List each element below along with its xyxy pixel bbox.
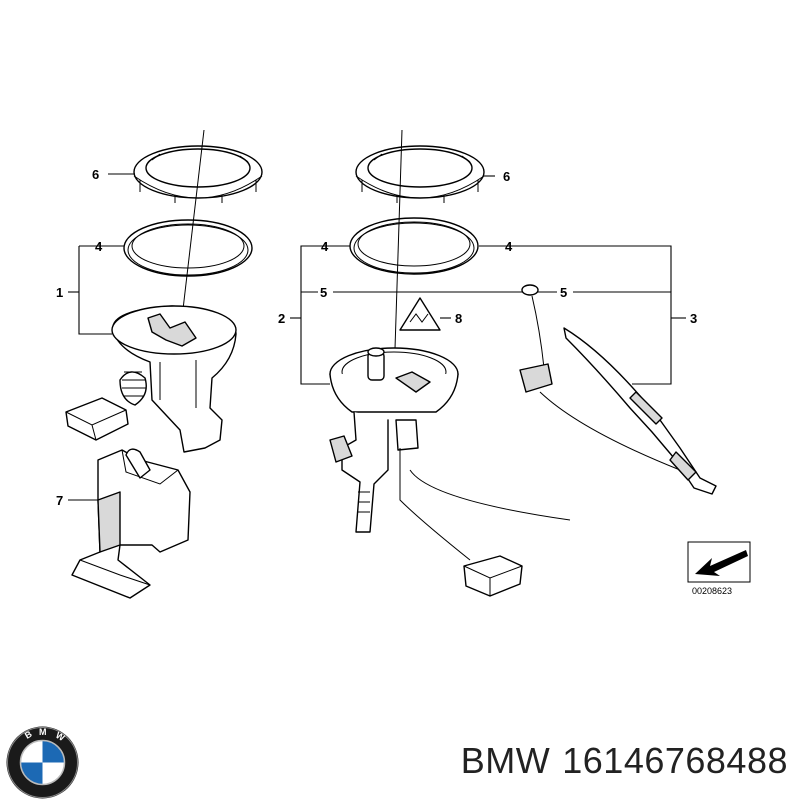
- callout-6-left: 6: [92, 167, 99, 182]
- callout-5-right: 5: [560, 285, 567, 300]
- locking-ring-right: [355, 145, 485, 203]
- svg-text:B: B: [23, 729, 34, 741]
- fuel-level-sender: [329, 347, 571, 597]
- part-label: BMW 16146768488: [461, 740, 788, 782]
- seal-ring-mid: [349, 217, 479, 275]
- filter-bracket-left: [71, 448, 191, 599]
- callout-4-right: 4: [505, 239, 513, 254]
- locking-ring-left: [133, 145, 263, 203]
- fuel-pump-module-left: [65, 305, 237, 453]
- callout-2: 2: [278, 311, 285, 326]
- callout-1: 1: [56, 285, 63, 300]
- bmw-logo: B M W: [6, 726, 79, 799]
- callout-4-mid: 4: [321, 239, 329, 254]
- callout-3: 3: [690, 311, 697, 326]
- fuel-hose-assembly: [519, 284, 717, 495]
- reference-number: 00208623: [692, 586, 732, 596]
- brand-name: BMW: [460, 740, 551, 781]
- callout-8: 8: [455, 311, 462, 326]
- callout-5-mid: 5: [320, 285, 327, 300]
- warning-label: [399, 297, 441, 331]
- callout-4-left: 4: [95, 239, 103, 254]
- part-number: 16146768488: [562, 740, 788, 781]
- exploded-parts-diagram: 6 4 1 7 6 4 4 2 5 5 8 3 00208623: [56, 129, 751, 599]
- reference-arrow-box: [687, 541, 751, 583]
- callout-6-right: 6: [503, 169, 510, 184]
- svg-text:M: M: [39, 727, 47, 737]
- callout-7: 7: [56, 493, 63, 508]
